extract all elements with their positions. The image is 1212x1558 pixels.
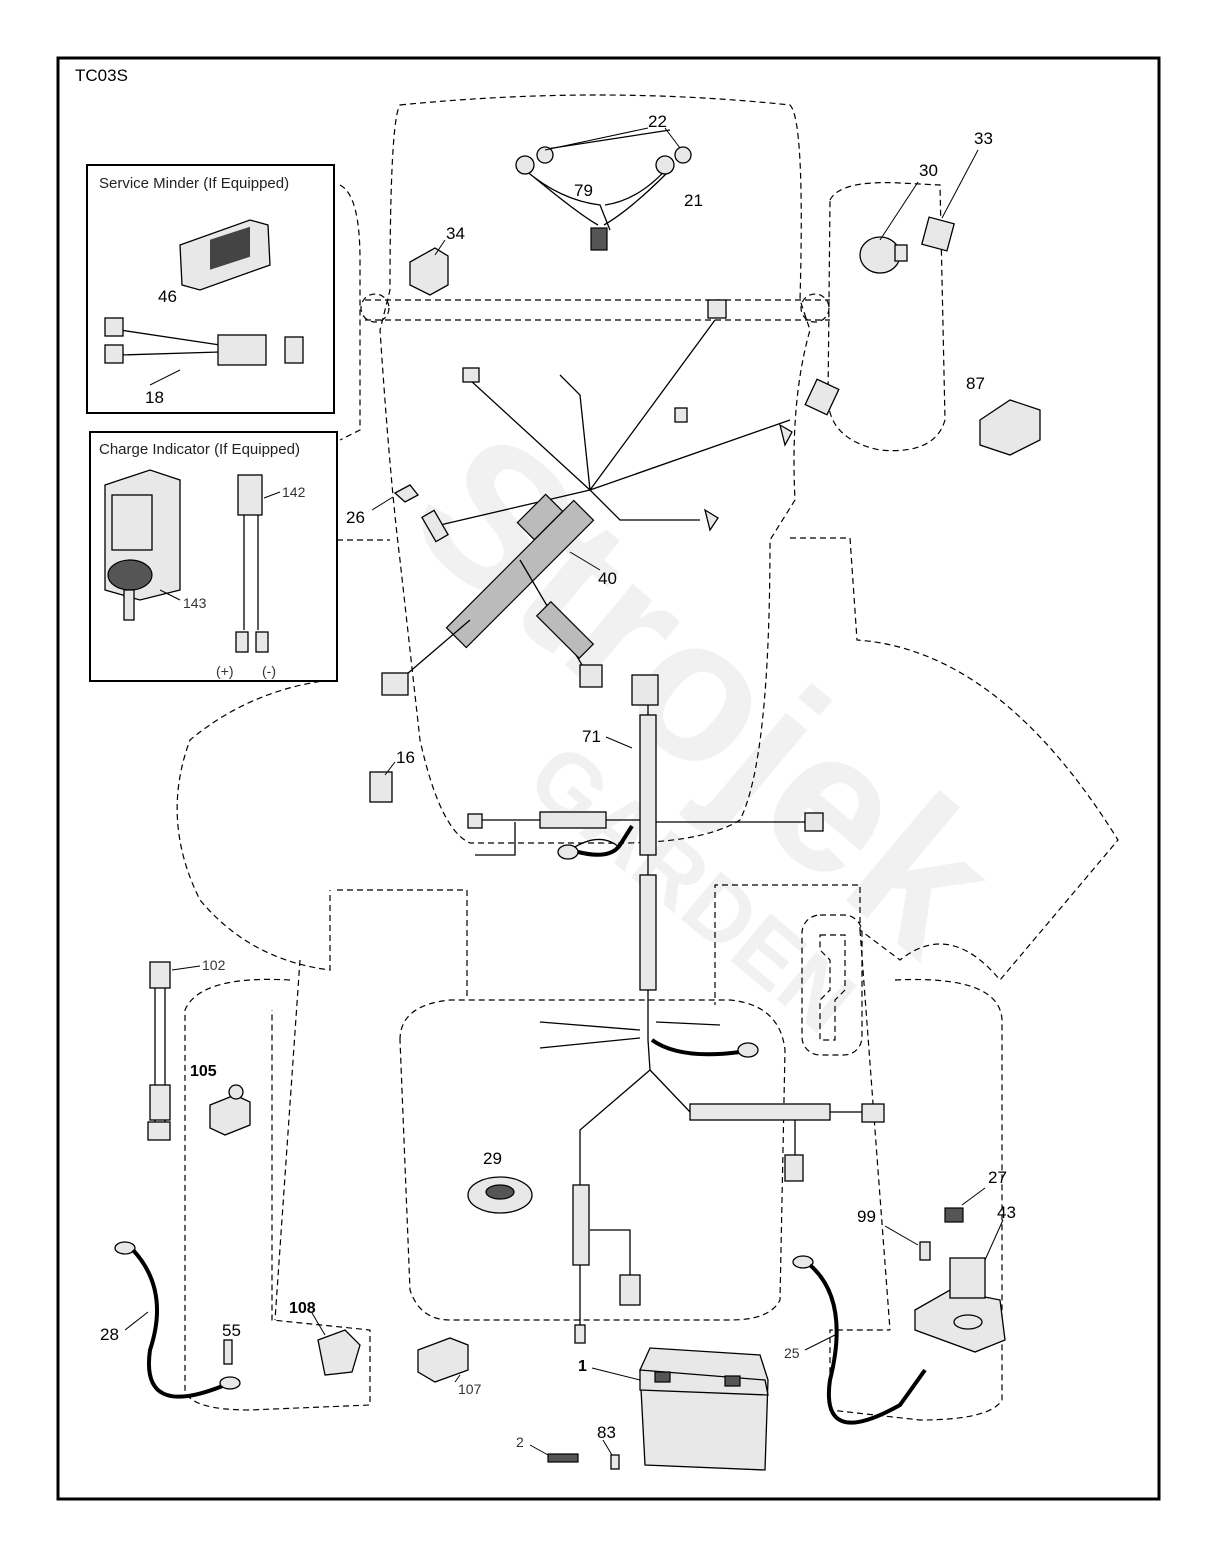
part-108 xyxy=(317,1329,361,1376)
diagram-id: TC03S xyxy=(75,66,128,85)
part-label-107: 107 xyxy=(458,1381,482,1397)
part-label-16: 16 xyxy=(396,748,415,767)
part-label-99: 99 xyxy=(857,1207,876,1226)
starter-solenoid-43 xyxy=(914,1257,1006,1353)
part-label-102: 102 xyxy=(202,957,226,973)
service-minder-part xyxy=(179,219,271,291)
connector-16 xyxy=(369,771,393,803)
main-harness-40 xyxy=(371,299,840,696)
module-33 xyxy=(921,216,955,252)
terminal-minus-label: (-) xyxy=(262,663,276,679)
battery-cable-25 xyxy=(792,1255,927,1425)
part-29 xyxy=(467,1176,533,1214)
charge-indicator-harness xyxy=(159,474,281,653)
part-107 xyxy=(417,1337,469,1383)
part-label-143: 143 xyxy=(183,595,207,611)
part-label-21: 21 xyxy=(684,191,703,210)
part-label-22: 22 xyxy=(648,112,667,131)
part-label-142: 142 xyxy=(282,484,306,500)
part-label-1: 1 xyxy=(578,1358,587,1375)
bolt-2 xyxy=(547,1453,579,1463)
part-label-2: 2 xyxy=(516,1434,524,1450)
part-label-43: 43 xyxy=(997,1203,1016,1222)
part-label-26: 26 xyxy=(346,508,365,527)
part-label-25: 25 xyxy=(784,1345,800,1361)
service-minder-title: Service Minder (If Equipped) xyxy=(99,175,289,192)
service-minder-harness xyxy=(104,317,304,386)
headlight-harness xyxy=(515,127,692,251)
part-label-28: 28 xyxy=(100,1325,119,1344)
clip-83 xyxy=(610,1454,620,1470)
part-label-83: 83 xyxy=(597,1423,616,1442)
part-label-34: 34 xyxy=(446,224,465,243)
terminal-plus-label: (+) xyxy=(216,663,234,679)
part-label-40: 40 xyxy=(598,569,617,588)
bolt-99 xyxy=(919,1241,931,1261)
charge-indicator-box: Charge Indicator (If Equipped) 142 143 (… xyxy=(89,431,338,682)
solenoid-105 xyxy=(209,1084,251,1136)
part-label-105: 105 xyxy=(190,1063,217,1080)
charge-indicator-part xyxy=(104,469,181,621)
service-minder-box: Service Minder (If Equipped) 46 18 xyxy=(86,164,335,414)
switch-87 xyxy=(979,399,1041,456)
ignition-switch-30 xyxy=(859,236,908,274)
part-label-108: 108 xyxy=(289,1300,316,1317)
tractor-outline xyxy=(176,94,1119,1421)
part-label-29: 29 xyxy=(483,1149,502,1168)
harness-71 xyxy=(467,674,885,1344)
watermark: Strojek GARDEN xyxy=(373,390,1036,1053)
diagram-frame xyxy=(56,56,1161,1501)
part-label-71: 71 xyxy=(582,727,601,746)
switch-34 xyxy=(409,247,449,296)
battery-cable-28 xyxy=(114,1241,241,1399)
harness-102 xyxy=(147,961,201,1141)
charge-indicator-title: Charge Indicator (If Equipped) xyxy=(99,441,300,458)
part-label-27: 27 xyxy=(988,1168,1007,1187)
nut-27 xyxy=(944,1207,964,1223)
part-label-33: 33 xyxy=(974,129,993,148)
part-label-79: 79 xyxy=(574,181,593,200)
part-label-18: 18 xyxy=(145,388,164,407)
battery-1 xyxy=(591,1347,769,1471)
part-label-46: 46 xyxy=(158,287,177,306)
part-label-55: 55 xyxy=(222,1321,241,1340)
bolt-55 xyxy=(223,1339,233,1365)
part-label-30: 30 xyxy=(919,161,938,180)
part-label-87: 87 xyxy=(966,374,985,393)
